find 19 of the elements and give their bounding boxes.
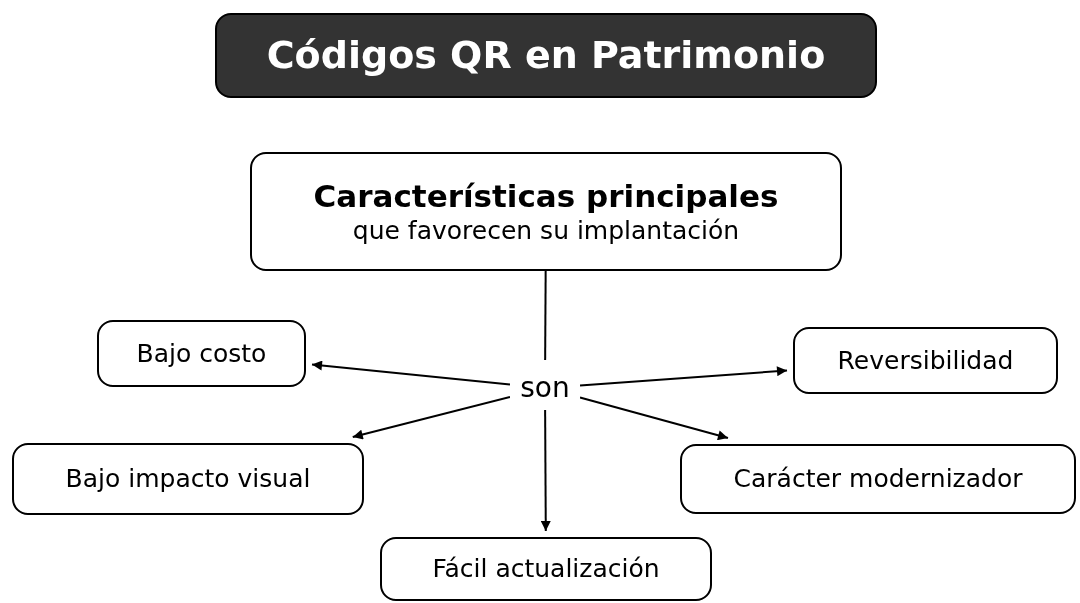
arrow	[579, 396, 729, 441]
arrow	[540, 409, 551, 532]
concept-text: Fácil actualización	[432, 553, 660, 586]
concept-text: Bajo impacto visual	[65, 463, 311, 496]
title-banner: Códigos QR en Patrimonio	[215, 13, 877, 98]
concept-box	[12, 443, 364, 515]
concept-text: Carácter modernizador	[733, 463, 1023, 496]
concept-box	[680, 444, 1076, 514]
concept-box	[250, 152, 842, 271]
concept-heading: Características principales	[313, 176, 779, 216]
arrow	[579, 366, 788, 387]
concept-box	[97, 320, 306, 387]
concept-box	[380, 537, 712, 601]
arrow	[311, 360, 511, 386]
concept-text: Bajo costo	[136, 337, 267, 370]
concept-text: que favorecen su implantación	[352, 215, 740, 247]
concept-text: Reversibilidad	[837, 344, 1014, 377]
concept-box	[793, 327, 1058, 394]
arrow	[351, 395, 511, 440]
